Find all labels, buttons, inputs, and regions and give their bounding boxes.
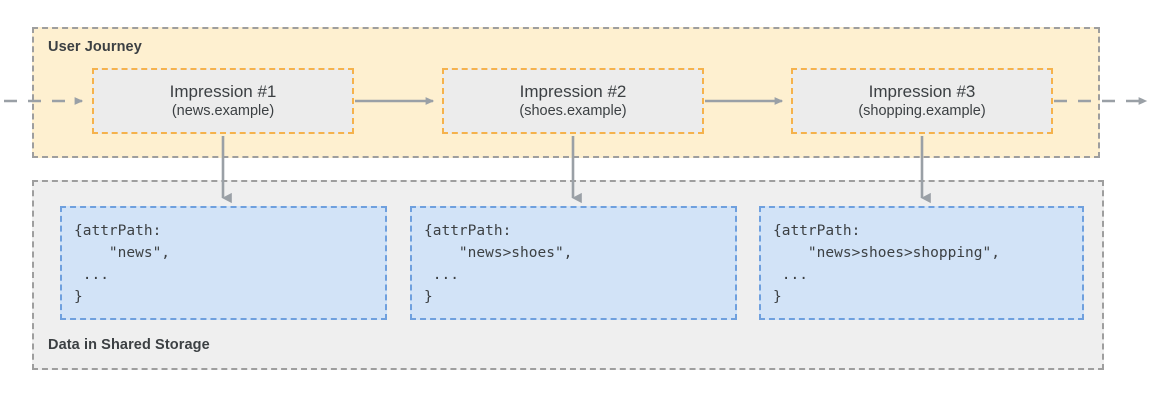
impression-node-1[interactable]: Impression #1 (news.example) [92, 68, 354, 134]
impression-site: (shoes.example) [519, 102, 627, 119]
user-journey-label: User Journey [48, 39, 142, 55]
impression-node-2[interactable]: Impression #2 (shoes.example) [442, 68, 704, 134]
storage-record-code: {attrPath: "news", ... } [74, 223, 171, 306]
storage-record-3[interactable]: {attrPath: "news>shoes>shopping", ... } [759, 206, 1084, 320]
storage-record-code: {attrPath: "news>shoes>shopping", ... } [773, 223, 1000, 306]
impression-title: Impression #3 [868, 82, 976, 102]
shared-storage-label: Data in Shared Storage [48, 337, 210, 353]
impression-title: Impression #2 [519, 82, 627, 102]
impression-node-3[interactable]: Impression #3 (shopping.example) [791, 68, 1053, 134]
storage-record-1[interactable]: {attrPath: "news", ... } [60, 206, 387, 320]
impression-site: (shopping.example) [858, 102, 986, 119]
storage-record-code: {attrPath: "news>shoes", ... } [424, 223, 573, 306]
storage-record-2[interactable]: {attrPath: "news>shoes", ... } [410, 206, 737, 320]
impression-site: (news.example) [171, 102, 275, 119]
impression-title: Impression #1 [169, 82, 277, 102]
